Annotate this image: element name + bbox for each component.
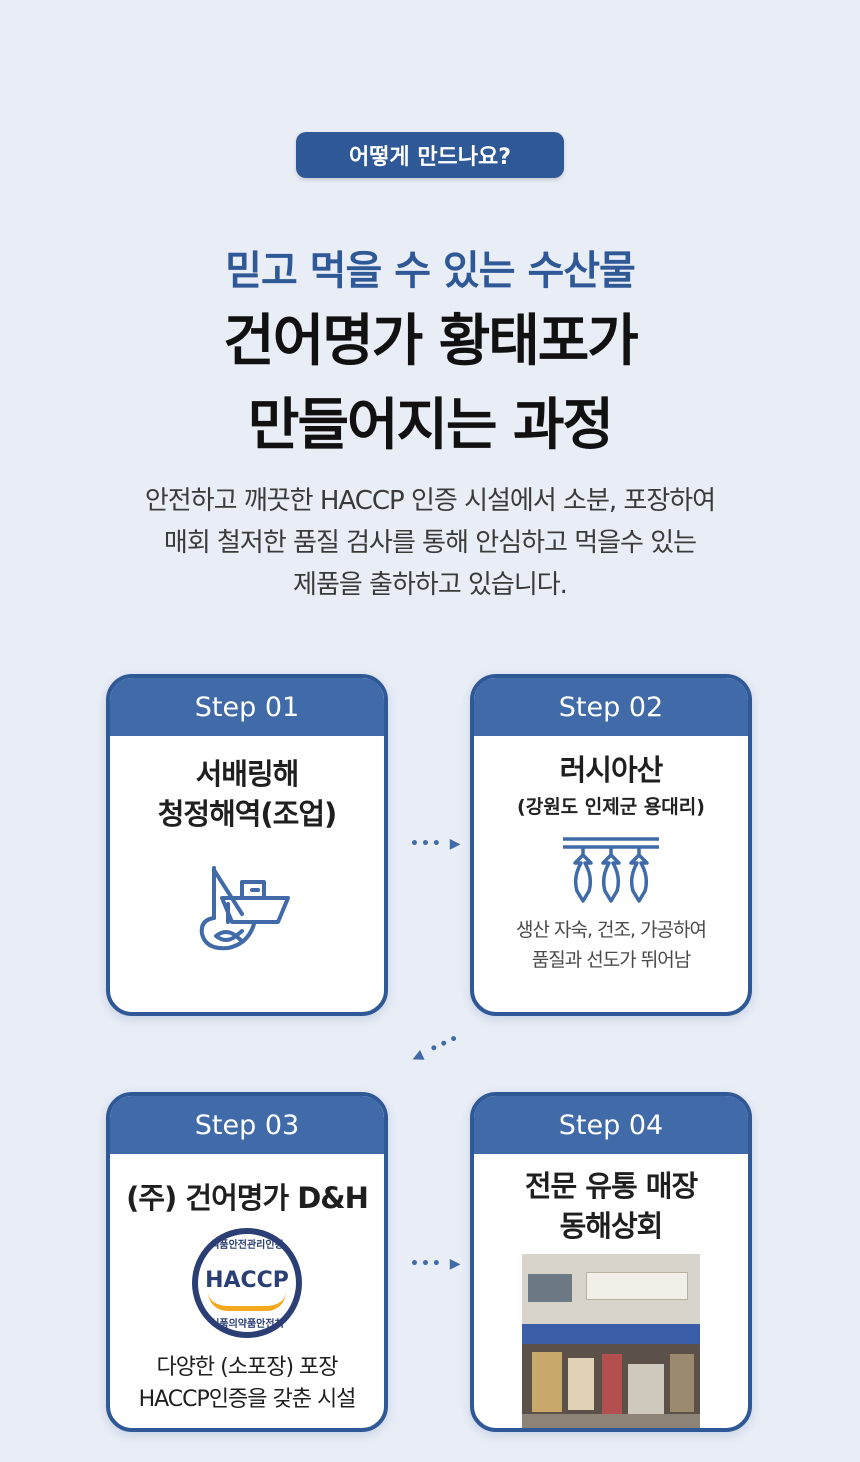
title-line-1: 건어명가 황태포가 <box>223 309 639 374</box>
haccp-badge: 식품안전관리인증 HACCP 식품의약품안전처 <box>110 1228 384 1338</box>
title-line-2: 만들어지는 과정 <box>247 393 614 458</box>
step-text-line-2: HACCP인증을 갖춘 시설 <box>138 1387 357 1412</box>
step-title-line-1: (주) 건어명가 D&H <box>126 1181 369 1215</box>
step-text-line-2: 품질과 선도가 뛰어남 <box>531 949 691 971</box>
page-title: 건어명가 황태포가 만들어지는 과정 <box>0 300 860 468</box>
step-subtitle: (강원도 인제군 용대리) <box>517 796 705 818</box>
step-title-line-1: 전문 유통 매장 <box>524 1169 698 1203</box>
badge-swoosh-icon <box>208 1292 286 1311</box>
step-title-line-2: 동해상회 <box>559 1209 664 1243</box>
step-label: Step 01 <box>110 678 384 736</box>
step-title-line-1: 러시아산 <box>559 753 664 787</box>
section-tag: 어떻게 만드나요? <box>296 132 564 178</box>
step-card-01: Step 01 서배링해 청정해역(조업) <box>106 674 388 1016</box>
step-label: Step 02 <box>474 678 748 736</box>
arrow-right-icon: ••• ▶ <box>410 836 463 852</box>
subtitle: 믿고 먹을 수 있는 수산물 <box>225 248 636 294</box>
step-card-03: Step 03 (주) 건어명가 D&H 식품안전관리인증 HACCP 식품의약… <box>106 1092 388 1432</box>
description: 안전하고 깨끗한 HACCP 인증 시설에서 소분, 포장하여 매회 철저한 품… <box>60 480 800 606</box>
step-label: Step 03 <box>110 1096 384 1154</box>
description-line-1: 안전하고 깨끗한 HACCP 인증 시설에서 소분, 포장하여 <box>144 486 716 516</box>
badge-bottom-text: 식품의약품안전처 <box>210 1319 284 1330</box>
description-line-2: 매회 철저한 품질 검사를 통해 안심하고 먹을수 있는 <box>163 528 697 558</box>
description-line-3: 제품을 출하하고 있습니다. <box>293 570 568 600</box>
badge-top-text: 식품안전관리인증 <box>210 1240 284 1251</box>
arrow-right-icon: ••• ▶ <box>410 1256 463 1272</box>
step-title-line-1: 서배링해 <box>195 757 300 791</box>
fishing-boat-icon <box>110 858 384 958</box>
arrow-down-left-icon: ◀ ••• <box>409 1029 464 1067</box>
step-label: Step 04 <box>474 1096 748 1154</box>
step-text-line-1: 다양한 (소포장) 포장 <box>156 1355 338 1380</box>
step-card-04: Step 04 전문 유통 매장 동해상회 <box>470 1092 752 1432</box>
step-text-line-1: 생산 자숙, 건조, 가공하여 <box>516 919 707 941</box>
step-title-line-2: 청정해역(조업) <box>157 797 338 831</box>
badge-main-text: HACCP <box>205 1267 289 1293</box>
hanging-fish-icon <box>474 835 748 905</box>
store-photo <box>522 1254 700 1428</box>
step-card-02: Step 02 러시아산 (강원도 인제군 용대리) 생산 자숙, 건조, 가공… <box>470 674 752 1016</box>
